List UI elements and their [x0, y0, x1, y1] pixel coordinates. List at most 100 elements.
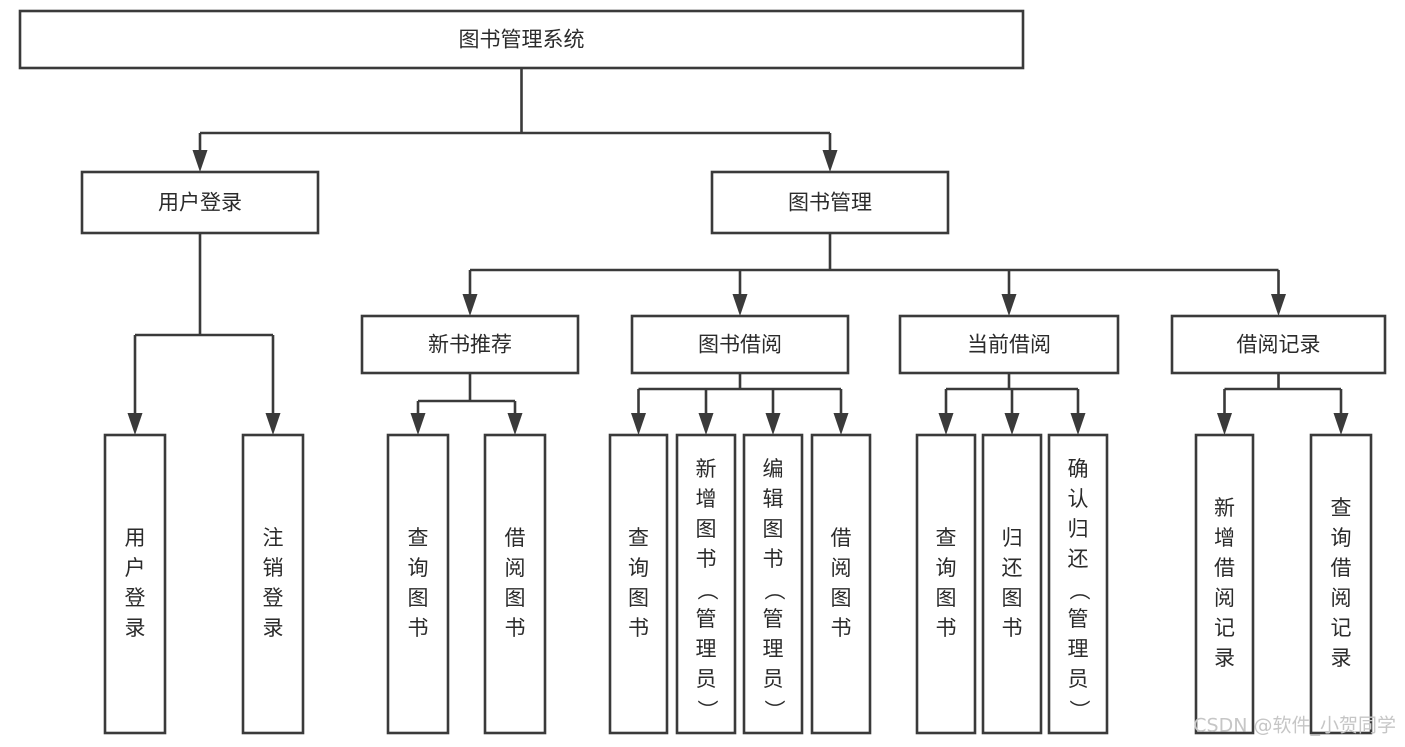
node-book-manage[interactable]: 图书管理: [710, 170, 950, 235]
node-label-char: 图: [763, 517, 784, 541]
node-label-char: 管: [1068, 607, 1089, 631]
node-user-login[interactable]: 用户登录: [80, 170, 320, 235]
arrow-head-icon: [1001, 294, 1017, 316]
arrow-head-icon: [631, 413, 646, 435]
node-borrow-record[interactable]: 借阅记录: [1170, 314, 1387, 375]
edge-group-root-to-level1: [192, 68, 838, 172]
node-box[interactable]: [742, 433, 804, 735]
node-box[interactable]: [675, 433, 737, 735]
node-label-char: 还: [1002, 556, 1023, 580]
node-label-char: 理: [763, 637, 784, 661]
node-box[interactable]: [915, 433, 977, 735]
node-box[interactable]: [898, 314, 1120, 375]
node-label-char: ）: [762, 700, 786, 721]
node-label-char: 记: [1214, 616, 1235, 640]
node-label-char: ）: [695, 700, 719, 721]
node-label-char: 管: [763, 607, 784, 631]
node-label-char: 辑: [763, 487, 784, 511]
node-label-char: 借: [505, 526, 526, 550]
node-label-char: 图: [936, 586, 957, 610]
node-label-char: 书: [831, 616, 852, 640]
node-label: 当前借阅: [967, 333, 1051, 357]
node-box[interactable]: [608, 433, 669, 735]
node-label-char: 询: [936, 556, 957, 580]
node-label-char: 书: [628, 616, 649, 640]
node-box[interactable]: [483, 433, 547, 735]
node-label-char: 确: [1068, 457, 1089, 481]
arrow-head-icon: [1333, 413, 1349, 435]
node-box[interactable]: [241, 433, 305, 735]
node-label-char: 增: [696, 487, 717, 511]
node-label-char: 户: [125, 556, 146, 580]
node-current-borrow[interactable]: 当前借阅: [898, 314, 1120, 375]
arrow-head-icon: [1271, 294, 1286, 316]
node-label-char: （: [1067, 580, 1091, 601]
node-label-char: （: [695, 580, 719, 601]
node-new-book-rec[interactable]: 新书推荐: [360, 314, 580, 375]
arrow-head-icon: [410, 413, 426, 435]
node-label-char: 图: [505, 586, 526, 610]
connector-layer: [127, 68, 1349, 435]
node-label-char: 理: [696, 637, 717, 661]
arrow-head-icon: [127, 413, 143, 435]
node-label-char: 理: [1068, 637, 1089, 661]
node-box[interactable]: [1047, 433, 1109, 735]
node-label: 图书借阅: [698, 333, 782, 357]
node-label-char: 认: [1068, 487, 1089, 511]
node-label-char: 员: [763, 667, 784, 691]
node-label-char: 员: [1068, 667, 1089, 691]
node-label: 用户登录: [158, 191, 242, 215]
arrow-head-icon: [833, 413, 849, 435]
node-box[interactable]: [1170, 314, 1387, 375]
node-label-char: 书: [936, 616, 957, 640]
node-label-char: 书: [696, 547, 717, 571]
node-box[interactable]: [810, 433, 872, 735]
node-box[interactable]: [80, 170, 320, 235]
node-label-char: 归: [1002, 526, 1023, 550]
node-box[interactable]: [1194, 433, 1255, 735]
node-book-borrow[interactable]: 图书借阅: [630, 314, 850, 375]
node-box[interactable]: [630, 314, 850, 375]
node-box[interactable]: [103, 433, 167, 735]
edge-group-currentborrow-to-leaves: [938, 373, 1086, 435]
node-root[interactable]: 图书管理系统: [18, 9, 1025, 70]
node-label: 新书推荐: [428, 333, 512, 357]
node-box[interactable]: [981, 433, 1043, 735]
edge-group-bookborrow-to-leaves: [631, 373, 849, 435]
edge-group-bookmanage-to-level2: [462, 233, 1286, 316]
arrow-head-icon: [938, 413, 954, 435]
arrow-head-icon: [192, 150, 208, 172]
node-label-char: 查: [1331, 496, 1352, 520]
edge-group-userlogin-to-leaves: [127, 233, 281, 435]
node-label-char: 销: [263, 556, 284, 580]
node-label-char: （: [762, 580, 786, 601]
node-label-char: 记: [1331, 616, 1352, 640]
node-label-char: 图: [628, 586, 649, 610]
node-label-char: 书: [408, 616, 429, 640]
node-label-char: 编: [763, 457, 784, 481]
node-label-char: 书: [1002, 616, 1023, 640]
node-box[interactable]: [710, 170, 950, 235]
node-box[interactable]: [1309, 433, 1373, 735]
node-box[interactable]: [360, 314, 580, 375]
node-box[interactable]: [18, 9, 1025, 70]
node-label-char: 查: [628, 526, 649, 550]
node-box[interactable]: [386, 433, 450, 735]
node-label-char: 归: [1068, 517, 1089, 541]
node-leaf-user-login[interactable]: 用户登录: [103, 433, 167, 735]
node-label-char: 用: [125, 526, 146, 550]
node-label-char: 图: [831, 586, 852, 610]
node-label-char: 新: [1214, 496, 1235, 520]
